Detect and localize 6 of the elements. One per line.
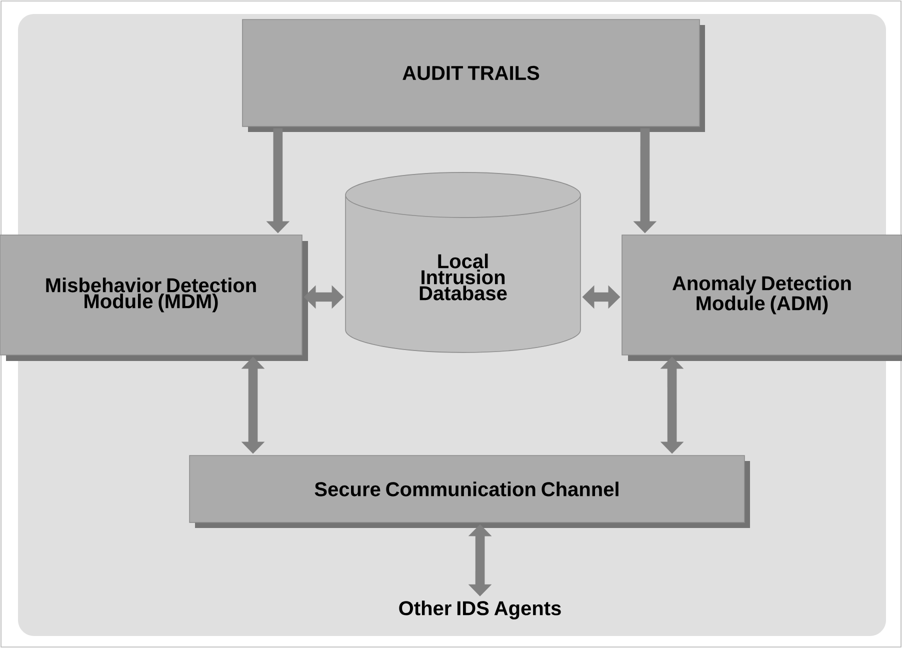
process-box: Anomaly Detection Module (ADM) <box>622 234 902 361</box>
database-cylinder: Local Intrusion Database <box>345 172 581 353</box>
agent-label: Other IDS Agents <box>399 600 561 620</box>
process-box: AUDIT TRAILS <box>242 19 705 132</box>
process-box: Misbehavior Detection Module (MDM) <box>0 234 308 361</box>
process-box: Secure Communication Channel <box>189 455 750 528</box>
